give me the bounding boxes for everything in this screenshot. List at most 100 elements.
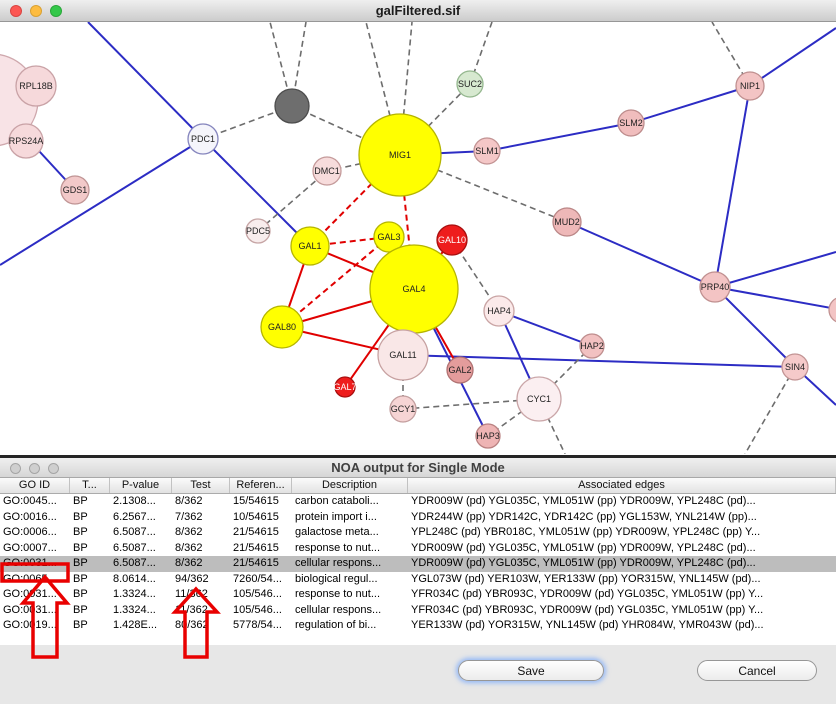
node-gal2[interactable] (446, 356, 474, 384)
node-gal10[interactable] (436, 224, 468, 256)
cell-desc: galactose meta... (295, 526, 379, 538)
cell-ref: 21/54615 (233, 557, 279, 569)
node-label-dmc1: DMC1 (314, 166, 340, 176)
zoom-button[interactable] (48, 463, 59, 474)
node-suc2[interactable] (456, 70, 484, 98)
cell-edges: YDR244W (pp) YDR142C, YDR142C (pp) YGL15… (411, 510, 757, 523)
cell-edges: YDR009W (pd) YGL035C, YML051W (pp) YDR00… (411, 495, 756, 507)
node-slm1[interactable] (473, 137, 501, 165)
cell-desc: carbon cataboli... (295, 495, 379, 507)
cell-p: 6.2567... (113, 510, 156, 523)
cell-ref: 15/54615 (233, 495, 279, 507)
node-gal11[interactable] (377, 329, 429, 381)
node-slm2[interactable] (617, 109, 645, 137)
cell-p: 6.5087... (113, 541, 156, 554)
node-label-slm1: SLM1 (475, 146, 499, 156)
node-gray1[interactable] (274, 88, 310, 124)
cell-go: GO:0065... (3, 572, 57, 585)
node-gcy1[interactable] (389, 395, 417, 423)
column-header-test[interactable]: Test (172, 478, 230, 493)
cell-desc: regulation of bi... (295, 619, 377, 631)
node-hap3[interactable] (475, 423, 501, 449)
column-header-ref[interactable]: Referen... (230, 478, 292, 493)
edge-nip1-prp40 (714, 85, 751, 288)
column-header-go[interactable]: GO ID (0, 478, 70, 493)
node-gds1[interactable] (60, 175, 90, 205)
node-label-sin4: SIN4 (785, 362, 805, 372)
cell-ref: 5778/54... (233, 619, 282, 631)
minimize-button[interactable] (29, 463, 40, 474)
node-nip1[interactable] (735, 71, 765, 101)
cell-desc: cellular respons... (295, 557, 382, 569)
column-header-desc[interactable]: Description (292, 478, 408, 493)
node-label-prp40: PRP40 (701, 282, 730, 292)
node-gal7[interactable] (334, 376, 356, 398)
node-gal3[interactable] (373, 221, 405, 253)
close-button[interactable] (10, 5, 22, 17)
cell-type: BP (73, 510, 88, 523)
cell-p: 6.5087... (113, 557, 156, 569)
node-dmc1[interactable] (312, 156, 342, 186)
node-label-gal7: GAL7 (333, 382, 356, 392)
node-gal80[interactable] (260, 305, 304, 349)
edge-pdc5-dmc1 (257, 170, 328, 232)
noa-titlebar: NOA output for Single Mode (0, 458, 836, 478)
cell-go: GO:0007... (3, 541, 57, 554)
edge-sin4-745,432 (744, 366, 796, 454)
noa-traffic-lights (10, 463, 59, 474)
zoom-button[interactable] (50, 5, 62, 17)
cell-edges: YPL248C (pd) YBR018C, YML051W (pp) YDR00… (411, 526, 761, 538)
cell-p: 2.1308... (113, 495, 156, 507)
cell-go: GO:0019... (3, 619, 57, 631)
cell-test: 8/362 (175, 541, 203, 554)
node-msn[interactable] (828, 297, 836, 323)
edge-nip1-836,6 (749, 27, 836, 87)
node-hap4[interactable] (483, 295, 515, 327)
node-hap2[interactable] (579, 333, 605, 359)
cell-p: 1.3324... (113, 588, 156, 600)
node-cyc1[interactable] (516, 376, 562, 422)
cell-test: 11/362 (175, 588, 208, 600)
node-label-gal2: GAL2 (448, 365, 471, 375)
column-header-edges[interactable]: Associated edges (408, 478, 836, 493)
cell-type: BP (73, 526, 88, 538)
save-button[interactable]: Save (458, 660, 604, 681)
cell-ref: 105/546... (233, 603, 282, 616)
node-pdc1[interactable] (187, 123, 219, 155)
node-label-pdc1: PDC1 (191, 134, 215, 144)
node-gal1[interactable] (290, 226, 330, 266)
close-button[interactable] (10, 463, 21, 474)
node-pdc5[interactable] (245, 218, 271, 244)
cell-type: BP (73, 572, 88, 585)
node-label-gal10: GAL10 (438, 235, 466, 245)
cell-edges: YER133W (pd) YOR315W, YNL145W (pd) YHR08… (411, 619, 764, 631)
minimize-button[interactable] (30, 5, 42, 17)
node-rps24a[interactable] (8, 123, 44, 159)
column-header-type[interactable]: T... (70, 478, 110, 493)
cell-edges: YFR034C (pd) YBR093C, YDR009W (pd) YGL03… (411, 588, 764, 600)
column-header-p[interactable]: P-value (110, 478, 172, 493)
node-mig1[interactable] (358, 113, 442, 197)
cell-edges: YDR009W (pd) YGL035C, YML051W (pp) YDR00… (411, 557, 756, 569)
node-label-rpl18b: RPL18B (19, 81, 53, 91)
node-sin4[interactable] (781, 353, 809, 381)
node-mud2[interactable] (552, 207, 582, 237)
node-label-nip1: NIP1 (740, 81, 760, 91)
node-prp40[interactable] (699, 271, 731, 303)
edge-gal3-gal80 (281, 236, 390, 328)
cancel-button[interactable]: Cancel (697, 660, 817, 681)
edge-gal11-sin4 (402, 354, 796, 368)
node-rpl18b[interactable] (15, 65, 57, 107)
